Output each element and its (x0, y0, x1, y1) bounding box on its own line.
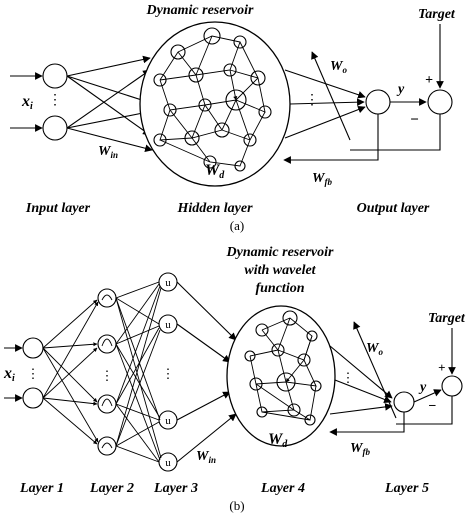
panel-b-title-line3: function (255, 281, 304, 296)
b-wd-label: Wd (268, 431, 288, 450)
output-layer-label: Output layer (357, 201, 430, 216)
input-label: xi (21, 93, 33, 112)
b-input-label: xi (3, 365, 15, 384)
input-weight-arrows (66, 55, 153, 152)
layer3-ellipsis: ⋮ (162, 366, 175, 381)
panel-b: Dynamic reservoir with wavelet function … (3, 245, 466, 513)
input-ellipsis: ⋮ (48, 93, 62, 108)
layer5-label: Layer 5 (384, 481, 429, 496)
b-output-to-comparator (413, 389, 442, 403)
comparator-a (427, 89, 453, 115)
y-label: y (396, 82, 405, 97)
layer2-to-layer3-lines (115, 281, 162, 463)
wo-training-arrow (311, 51, 351, 141)
plus-sign-b: + (438, 360, 445, 375)
layer1-to-layer2-arrows (42, 299, 99, 445)
svg-text:u: u (165, 415, 171, 427)
caption-a: (a) (230, 218, 244, 233)
b-output-ellipsis: ⋮ (342, 370, 355, 385)
svg-text:u: u (165, 277, 171, 289)
b-wfb-label: Wfb (350, 441, 370, 457)
reservoir-b-network (244, 310, 322, 426)
minus-sign-a: − (410, 112, 419, 128)
b-y-label: y (418, 380, 427, 395)
wd-label: Wd (205, 162, 225, 181)
minus-sign-b: − (428, 399, 436, 414)
output-node-b (393, 391, 415, 413)
input-node-bottom (42, 115, 68, 141)
error-path-a (350, 114, 441, 151)
layer2-label: Layer 2 (89, 481, 134, 496)
input-node-top (42, 63, 68, 89)
target-label-b: Target (428, 311, 466, 326)
wfb-label: Wfb (312, 171, 332, 187)
wo-label: Wo (330, 59, 347, 75)
layer4-label: Layer 4 (260, 481, 305, 496)
layer3-label: Layer 3 (153, 481, 198, 496)
layer1-ellipsis: ⋮ (27, 366, 40, 381)
feedback-arrow-a (283, 114, 379, 164)
layer1-node-top (22, 337, 44, 359)
layer2-nodes (97, 288, 117, 456)
layer3-to-reservoir-arrows (176, 281, 237, 463)
comparator-b (441, 375, 463, 397)
b-wo-label: Wo (366, 341, 383, 357)
panel-a-title: Dynamic reservoir (146, 3, 254, 18)
layer1-node-bottom (22, 387, 44, 409)
plus-sign-a: + (425, 73, 433, 88)
layer3-nodes: u u u u (158, 272, 178, 472)
output-node-a (365, 89, 391, 115)
win-label: Win (98, 144, 118, 160)
layer2-ellipsis: ⋮ (101, 368, 114, 383)
b-wo-training-arrow (353, 321, 397, 419)
b-output-weight-arrows (329, 345, 393, 415)
svg-text:u: u (165, 457, 171, 469)
panel-b-title-line2: with wavelet (244, 263, 316, 278)
b-win-label: Win (196, 449, 216, 465)
output-weight-arrows (284, 69, 366, 139)
caption-b: (b) (229, 498, 244, 513)
reservoir-a-network (153, 27, 272, 172)
output-ellipsis: ⋮ (305, 93, 319, 108)
panel-a: Dynamic reservoir ⋮ xi Win (10, 3, 456, 233)
target-label-a: Target (418, 7, 456, 22)
hidden-layer-label: Hidden layer (176, 201, 253, 216)
feedback-arrow-b (329, 412, 405, 436)
input-layer-label: Input layer (25, 201, 91, 216)
svg-text:u: u (165, 319, 171, 331)
panel-b-title-line1: Dynamic reservoir (226, 245, 334, 260)
error-path-b (396, 396, 453, 425)
layer1-label: Layer 1 (19, 481, 64, 496)
